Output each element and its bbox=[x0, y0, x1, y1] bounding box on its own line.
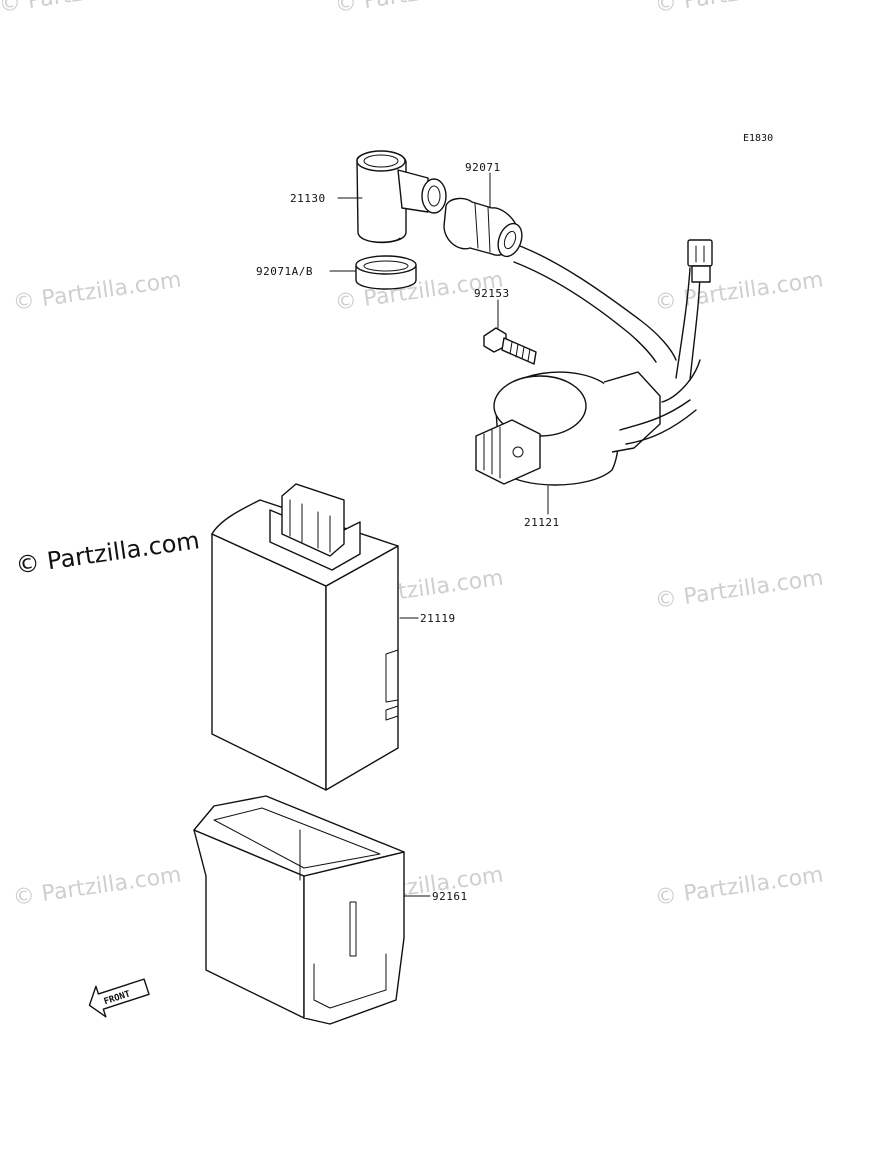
grommet-92071 bbox=[443, 197, 523, 258]
watermark: © Partzilla.com bbox=[0, 0, 169, 18]
plug-cap-21130 bbox=[356, 150, 447, 244]
part-label-92071: 92071 bbox=[465, 161, 501, 174]
figure-code: E1830 bbox=[743, 133, 773, 144]
watermark: © Partzilla.com bbox=[653, 0, 825, 18]
watermark: © Partzilla.com bbox=[333, 0, 505, 18]
watermark: © Partzilla.com bbox=[653, 268, 825, 316]
ring-92071ab bbox=[355, 255, 417, 290]
igniter-21119 bbox=[211, 483, 399, 791]
part-label-21119: 21119 bbox=[420, 612, 456, 625]
front-arrow: FRONT bbox=[88, 978, 150, 1018]
leader-lines bbox=[329, 172, 549, 897]
watermark-layer: © Partzilla.com © Partzilla.com © Partzi… bbox=[0, 0, 825, 911]
part-label-92071ab: 92071A/B bbox=[256, 265, 313, 278]
part-label-92153: 92153 bbox=[474, 287, 510, 300]
ignition-coil-21121 bbox=[475, 239, 713, 486]
part-label-21121: 21121 bbox=[524, 516, 560, 529]
part-label-21130: 21130 bbox=[290, 192, 326, 205]
high-tension-lead bbox=[513, 245, 677, 363]
case-92161 bbox=[193, 795, 405, 1025]
part-label-92161: 92161 bbox=[432, 890, 468, 903]
watermark: © Partzilla.com bbox=[11, 268, 183, 316]
watermark: © Partzilla.com bbox=[653, 566, 825, 614]
part-labels: 21130 92071 92071A/B 92153 21121 21119 9… bbox=[256, 161, 560, 903]
watermark: © Partzilla.com bbox=[653, 863, 825, 911]
watermark: © Partzilla.com bbox=[11, 863, 183, 911]
bolt-92153 bbox=[483, 327, 537, 365]
